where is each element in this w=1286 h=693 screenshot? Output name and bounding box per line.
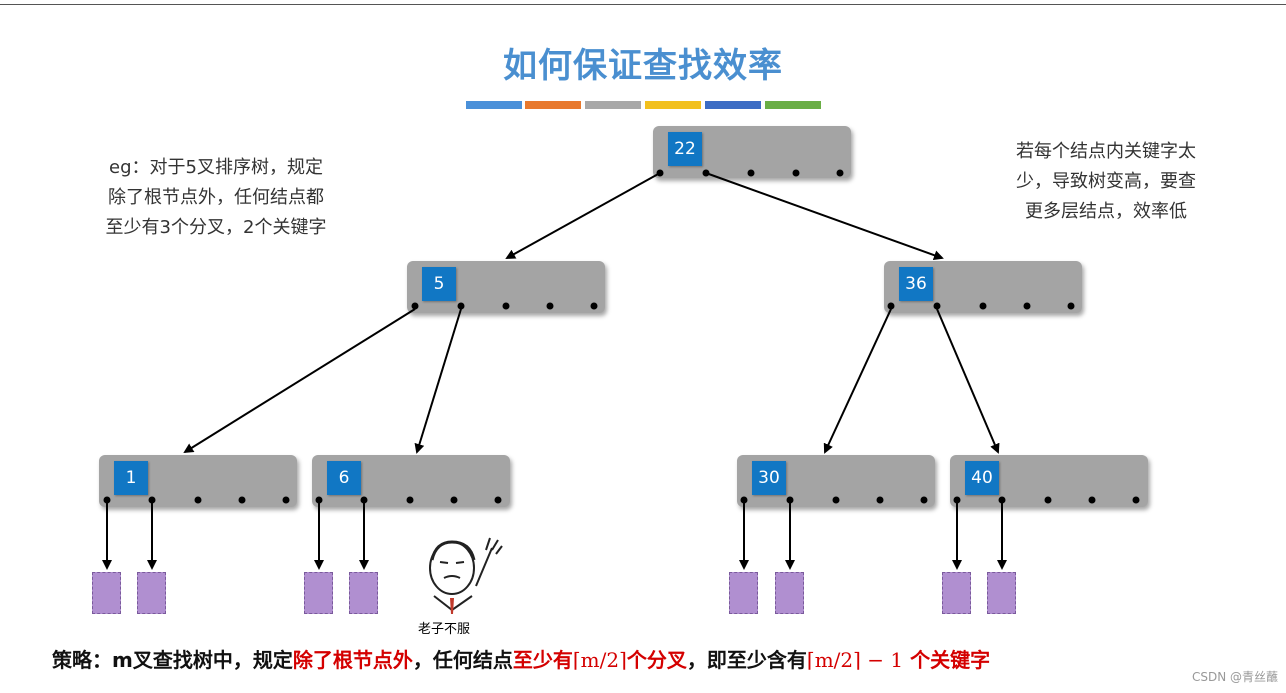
child-box [137, 572, 166, 614]
meme-label: 老子不服 [418, 622, 471, 637]
child-box [92, 572, 121, 614]
note-right-line: 少，导致树变高，要查 [1016, 171, 1196, 192]
key-leaf-30: 30 [752, 461, 786, 495]
edge-5-to-1 [183, 308, 416, 454]
child-box [349, 572, 378, 614]
key-leaf-1: 1 [114, 461, 148, 495]
meme-face-image [429, 537, 503, 614]
edge-36-to-40 [936, 308, 1000, 454]
top-rule [0, 4, 1286, 5]
strategy-formula: ⌈m/2⌉ [572, 648, 627, 672]
note-left-line: eg：对于5叉排序树，规定 [109, 157, 323, 178]
color-bar-blue [466, 101, 522, 109]
edge-root-to-5 [505, 172, 661, 259]
key-root: 22 [668, 132, 702, 166]
color-bar-yellow [645, 101, 701, 109]
strategy-part: 策略：m叉查找树中，规定 [52, 648, 293, 672]
strategy-highlight: 至少有 [512, 648, 573, 672]
child-box [987, 572, 1016, 614]
key-mid-left: 5 [422, 267, 456, 301]
strategy-part: ，任何结点 [412, 648, 513, 672]
page-title: 如何保证查找效率 [503, 46, 783, 86]
strategy-text: 策略：m叉查找树中，规定除了根节点外，任何结点至少有⌈m/2⌉个分叉，即至少含有… [52, 644, 990, 673]
note-right-line: 若每个结点内关键字太 [1016, 141, 1196, 162]
color-bar-gray [585, 101, 641, 109]
pointer-dots [103, 169, 1140, 504]
note-right: 若每个结点内关键字太 少，导致树变高，要查 更多层结点，效率低 [976, 137, 1236, 227]
key-mid-right: 36 [899, 267, 933, 301]
csdn-watermark: CSDN @青丝蘸 [1191, 670, 1278, 684]
color-bar-orange [525, 101, 581, 109]
strategy-formula: ⌈m/2⌉ − 1 [806, 648, 904, 672]
strategy-highlight: 个分叉 [626, 648, 687, 672]
strategy-part: ，即至少含有 [686, 648, 807, 672]
color-bar-green [765, 101, 821, 109]
strategy-highlight: 除了根节点外 [292, 648, 413, 672]
color-bar-darkblue [705, 101, 761, 109]
note-right-line: 更多层结点，效率低 [1025, 201, 1187, 222]
edge-5-to-6 [414, 308, 462, 454]
child-box [304, 572, 333, 614]
key-leaf-6: 6 [327, 461, 361, 495]
key-leaf-40: 40 [965, 461, 999, 495]
strategy-highlight: 个关键字 [903, 648, 991, 672]
edge-36-to-30 [823, 308, 892, 454]
note-left-line: 至少有3个分叉，2个关键字 [105, 217, 327, 238]
child-box [942, 572, 971, 614]
note-left-line: 除了根节点外，任何结点都 [108, 187, 324, 208]
note-left: eg：对于5叉排序树，规定 除了根节点外，任何结点都 至少有3个分叉，2个关键字 [66, 153, 366, 243]
edge-root-to-36 [705, 172, 944, 260]
child-box [729, 572, 758, 614]
child-box [775, 572, 804, 614]
